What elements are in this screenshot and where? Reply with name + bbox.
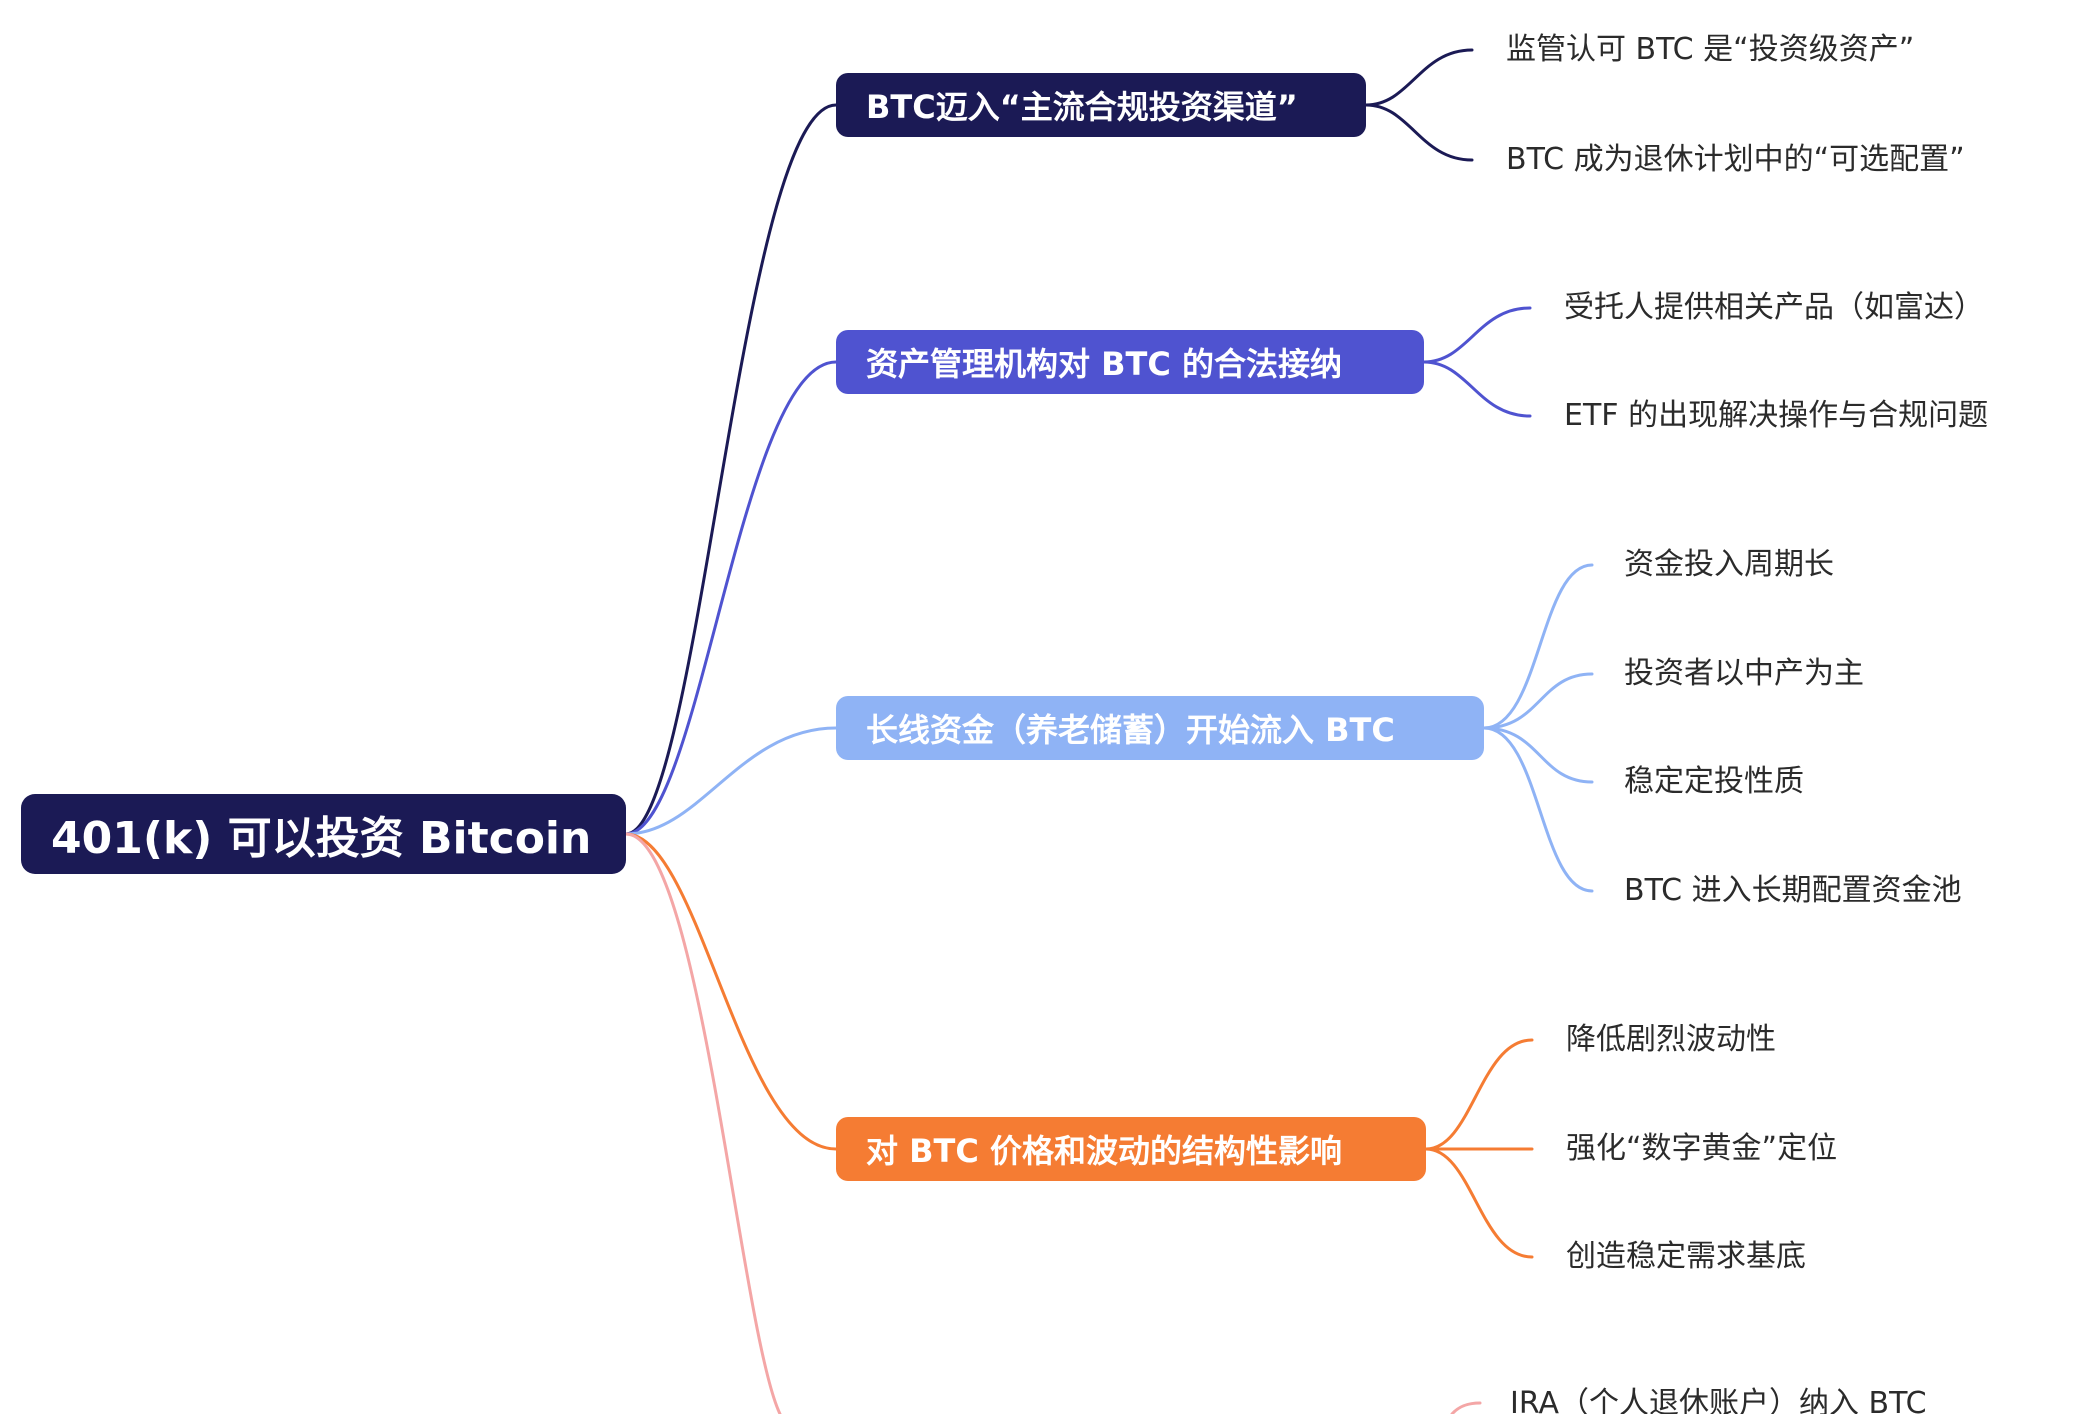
leaf-node[interactable]: 资金投入周期长 [1624, 547, 1834, 582]
leaf-node[interactable]: 投资者以中产为主 [1624, 656, 1864, 691]
edge-b1-leaf-2 [1364, 103, 1474, 162]
root-node[interactable]: 401(k) 可以投资 Bitcoin [21, 794, 626, 874]
edge-root-branch-3 [624, 726, 838, 836]
edge-b2-leaf-2 [1422, 360, 1532, 418]
edge-b3-leaf-1 [1482, 563, 1594, 730]
branch-label: 资产管理机构对 BTC 的合法接纳 [866, 345, 1342, 383]
edge-root-branch-4 [624, 832, 838, 1151]
leaf-node[interactable]: 监管认可 BTC 是“投资级资产” [1506, 32, 1915, 67]
edge-root-branch-2 [624, 360, 838, 836]
leaf-node[interactable]: 强化“数字黄金”定位 [1566, 1131, 1838, 1166]
leaf-node[interactable]: IRA（个人退休账户）纳入 BTC [1510, 1386, 1927, 1414]
branch-node-1[interactable]: BTC迈入“主流合规投资渠道” [836, 73, 1366, 137]
leaf-node[interactable]: 受托人提供相关产品（如富达） [1564, 290, 1984, 325]
edge-b3-leaf-2 [1482, 672, 1594, 730]
leaf-node[interactable]: 稳定定投性质 [1624, 764, 1804, 799]
root-label: 401(k) 可以投资 Bitcoin [51, 813, 592, 864]
leaf-node[interactable]: 降低剧烈波动性 [1566, 1022, 1776, 1057]
edge-root-branch-5 [624, 832, 782, 1414]
leaf-node[interactable]: BTC 进入长期配置资金池 [1624, 873, 1962, 908]
edge-root-branch-1 [624, 103, 838, 836]
branch-node-2[interactable]: 资产管理机构对 BTC 的合法接纳 [836, 330, 1424, 394]
edge-b3-leaf-3 [1482, 726, 1594, 784]
edge-b3-leaf-4 [1482, 726, 1594, 893]
branch-node-4[interactable]: 对 BTC 价格和波动的结构性影响 [836, 1117, 1426, 1181]
branch-node-3[interactable]: 长线资金（养老储蓄）开始流入 BTC [836, 696, 1484, 760]
edge-b2-leaf-1 [1422, 306, 1532, 364]
branch-label: 长线资金（养老储蓄）开始流入 BTC [866, 711, 1395, 749]
leaf-node[interactable]: 创造稳定需求基底 [1566, 1239, 1806, 1274]
leaf-node[interactable]: ETF 的出现解决操作与合规问题 [1564, 398, 1989, 433]
edge-b5-leaf-1 [1450, 1401, 1482, 1414]
edge-b4-leaf-1 [1424, 1038, 1534, 1151]
leaf-node[interactable]: BTC 成为退休计划中的“可选配置” [1506, 142, 1965, 177]
edge-b4-leaf-3 [1424, 1147, 1534, 1259]
branch-label: 对 BTC 价格和波动的结构性影响 [866, 1132, 1342, 1170]
branch-label: BTC迈入“主流合规投资渠道” [866, 88, 1298, 126]
edge-b1-leaf-1 [1364, 48, 1474, 107]
